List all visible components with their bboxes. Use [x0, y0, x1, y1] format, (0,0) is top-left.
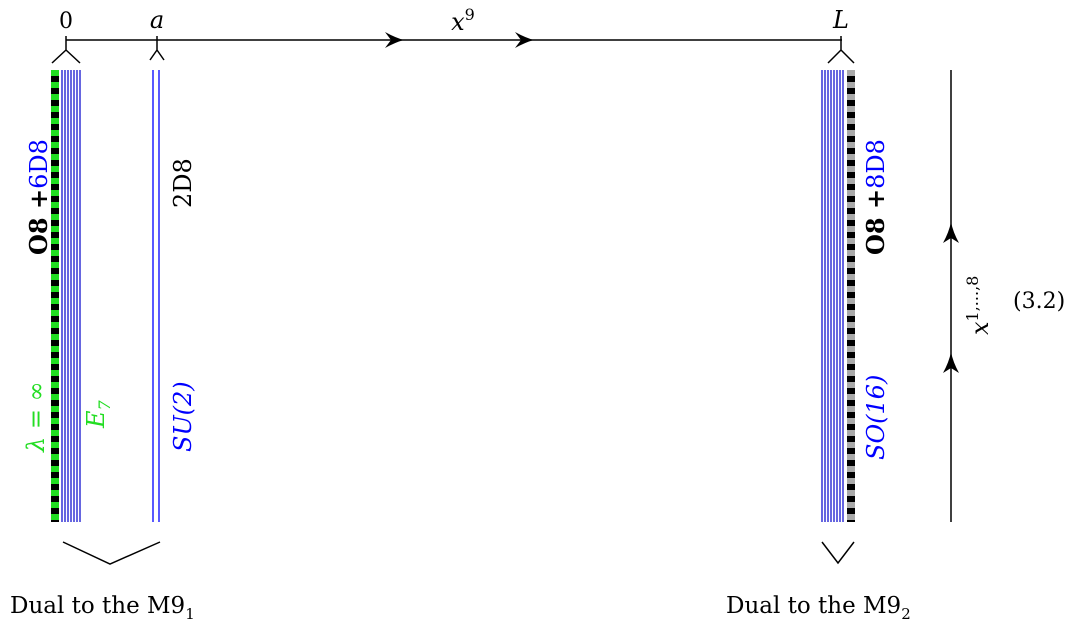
tick-origin — [51, 36, 81, 64]
so16-label: SO(16) — [862, 375, 890, 460]
x9-arrow-head-1 — [385, 32, 404, 48]
vertical-arrow-head-1 — [943, 222, 959, 243]
a-d8-pair — [152, 70, 160, 522]
x9-arrow-head-2 — [515, 32, 534, 48]
right-o8-label: O8 +8D8 — [861, 139, 890, 255]
right-d8-stack — [821, 70, 844, 522]
vertical-axis-label: x1,...,8 — [963, 276, 994, 335]
left-caption: Dual to the M91 — [10, 593, 195, 623]
left-brace — [62, 541, 161, 565]
x9-label: x9 — [451, 5, 475, 36]
tick-a — [149, 36, 165, 61]
tick-L — [827, 36, 855, 64]
left-d8-stack — [61, 70, 81, 522]
e7-label: E7 — [82, 399, 114, 429]
x9-axis — [66, 32, 842, 48]
equation-number: (3.2) — [1013, 289, 1065, 314]
lambda-label: λ = ∞ — [22, 381, 50, 453]
origin-label: 0 — [59, 9, 73, 34]
left-o8-label: O8 +6D8 — [24, 139, 53, 255]
right-caption: Dual to the M92 — [726, 593, 911, 623]
vertical-axis — [943, 70, 959, 522]
vertical-arrow-head-2 — [943, 352, 959, 373]
a-label: a — [150, 6, 164, 34]
L-label: L — [832, 6, 849, 34]
right-brace — [821, 541, 855, 565]
su2-label: SU(2) — [169, 381, 197, 452]
a-2d8-label: 2D8 — [169, 158, 197, 208]
